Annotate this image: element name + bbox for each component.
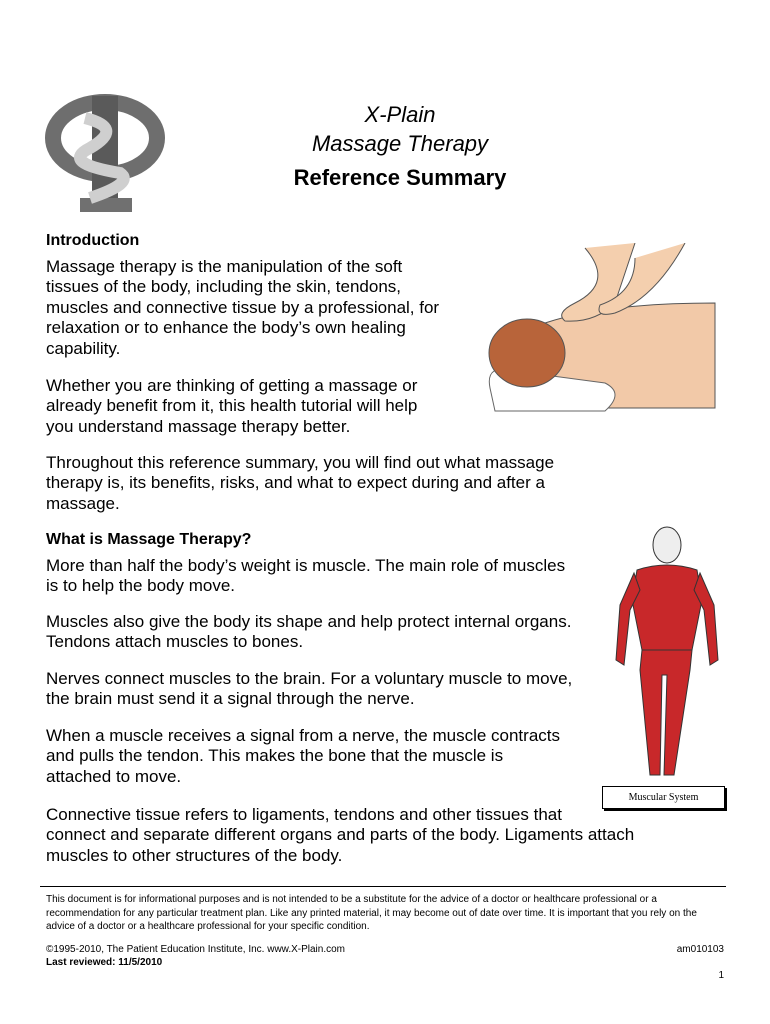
page-number: 1 — [718, 970, 724, 981]
what-paragraph-3: Nerves connect muscles to the brain. For… — [46, 669, 573, 709]
title-xplain: X-Plain — [364, 102, 436, 127]
copyright: ©1995-2010, The Patient Education Instit… — [46, 944, 346, 955]
footer-divider — [40, 886, 726, 887]
intro-paragraph-3: Throughout this reference summary, you w… — [46, 453, 555, 513]
disclaimer: This document is for informational purpo… — [46, 894, 697, 932]
intro-paragraph-2: Whether you are thinking of getting a ma… — [46, 376, 418, 436]
document-id: am010103 — [676, 944, 724, 955]
massage-illustration — [488, 243, 716, 412]
what-paragraph-2: Muscles also give the body its shape and… — [46, 612, 572, 652]
muscular-system-figure — [615, 526, 719, 776]
title-topic: Massage Therapy — [311, 131, 489, 156]
what-paragraph-5: Connective tissue refers to ligaments, t… — [46, 805, 635, 865]
figure-caption: Muscular System — [602, 786, 725, 809]
heading-what-is-massage: What is Massage Therapy? — [46, 531, 252, 548]
what-paragraph-1: More than half the body’s weight is musc… — [46, 556, 566, 596]
logo-psi-caduceus — [45, 94, 165, 212]
what-paragraph-4: When a muscle receives a signal from a n… — [46, 726, 560, 786]
last-reviewed: Last reviewed: 11/5/2010 — [46, 957, 163, 968]
intro-paragraph-1: Massage therapy is the manipulation of t… — [46, 257, 440, 358]
title-reference-summary: Reference Summary — [293, 165, 507, 190]
heading-introduction: Introduction — [46, 232, 140, 249]
